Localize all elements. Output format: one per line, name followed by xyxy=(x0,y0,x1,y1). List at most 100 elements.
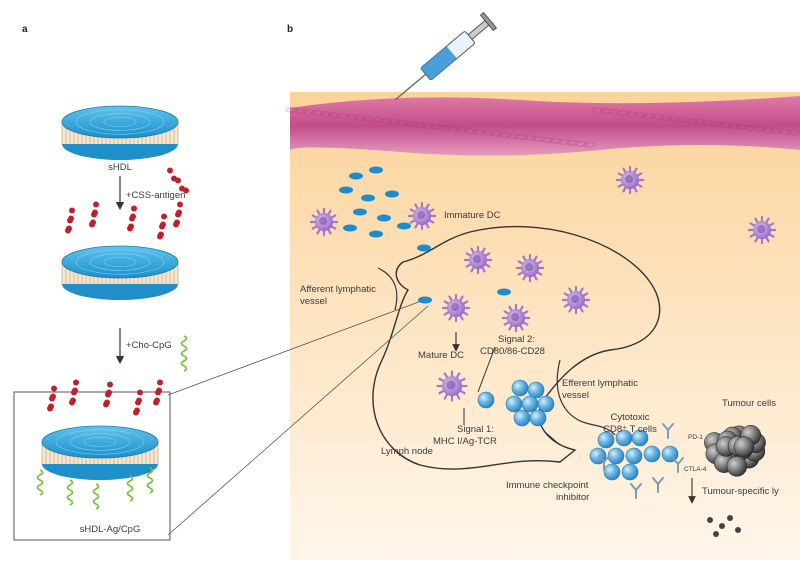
antigen-chain xyxy=(153,379,163,406)
signal2-pointer xyxy=(477,346,496,393)
nanodisc-icon xyxy=(61,105,179,160)
nanodisc-dot xyxy=(339,186,353,194)
css-antigen-label: +CSS-antigen xyxy=(126,190,186,201)
afferent-label-2: vessel xyxy=(300,296,327,307)
t-cell-icon xyxy=(607,447,625,465)
final-formulation-box xyxy=(13,391,171,541)
epidermis-layer xyxy=(290,96,800,156)
efferent-label-1: Efferent lymphatic xyxy=(562,378,638,389)
efferent-label-2: vessel xyxy=(562,390,589,401)
tumour-lysis-label: Tumour-specific ly xyxy=(702,486,779,497)
ctla4-label: CTLA-4 xyxy=(684,466,707,473)
immature-dc-label: Immature DC xyxy=(444,210,501,221)
panel-a-letter: a xyxy=(22,24,28,35)
checkpoint-label-1: Immune checkpoint xyxy=(506,480,589,491)
dendritic-cell-icon xyxy=(407,201,437,231)
nanodisc-dot xyxy=(418,296,432,304)
nanodisc-antigen-cpg xyxy=(41,425,159,480)
mature-dc-label: Mature DC xyxy=(418,350,464,361)
tumour-cell-icon xyxy=(733,436,755,457)
tumour-fragment xyxy=(713,531,719,537)
antibody-icon xyxy=(630,483,642,499)
nanodisc-dot xyxy=(497,288,511,296)
panel-b-letter: b xyxy=(287,24,294,35)
t-cell-icon xyxy=(477,391,495,409)
dendritic-cell-icon xyxy=(747,215,777,245)
t-cell-icon xyxy=(625,447,643,465)
antibody-icon xyxy=(598,455,610,471)
dendritic-cell-icon xyxy=(309,207,339,237)
t-cell-icon xyxy=(597,431,615,449)
afferent-vessel xyxy=(377,267,398,311)
t-cell-icon xyxy=(527,381,545,399)
dendritic-cell-icon xyxy=(441,293,471,323)
nanodisc-dot xyxy=(397,222,411,230)
cpg-strand xyxy=(36,469,44,496)
cho-cpg-label: +Cho-CpG xyxy=(126,340,172,351)
nanodisc-dot xyxy=(377,214,391,222)
afferent-label-1: Afferent lymphatic xyxy=(300,284,376,295)
t-cell-icon xyxy=(603,463,621,481)
t-cell-icon xyxy=(513,409,531,427)
nanodisc-dot xyxy=(343,224,357,232)
tumour-cells-label: Tumour cells xyxy=(722,398,777,409)
cpg-strand xyxy=(66,479,74,506)
mature-dendritic-cell-icon xyxy=(436,370,468,402)
antigen-chain xyxy=(69,379,79,406)
t-cell-icon xyxy=(521,395,539,413)
cytotoxic-label-2: CD8⁺ T cells xyxy=(603,424,657,435)
dendritic-cell-icon xyxy=(615,165,645,195)
antigen-chain xyxy=(103,381,113,408)
cpg-strand xyxy=(180,335,188,372)
t-cell-icon xyxy=(643,445,661,463)
antigen-chain xyxy=(127,205,137,232)
tumour-fragment xyxy=(735,527,741,533)
checkpoint-label-2: inhibitor xyxy=(556,492,590,503)
t-cell-icon xyxy=(631,429,649,447)
tumour-cell-icon xyxy=(726,456,748,477)
antibody-icon xyxy=(672,457,684,473)
efferent-vessel xyxy=(556,359,616,436)
nanodisc-antigen xyxy=(61,245,179,300)
antigen-chain xyxy=(47,385,57,412)
antigen-chain xyxy=(157,213,167,240)
shdl-ag-cpg-label: sHDL-Ag/CpG xyxy=(79,524,141,535)
antigen-chain xyxy=(65,207,75,234)
zoom-line-bottom xyxy=(167,305,429,536)
tumour-fragment xyxy=(707,517,713,523)
antigen-chain xyxy=(173,201,183,228)
signal1-label-1: Signal 1: xyxy=(457,424,494,435)
syringe-icon xyxy=(394,11,498,101)
signal2-label-2: CD80/86-CD28 xyxy=(480,346,545,357)
lymph-node-label: Lymph node xyxy=(381,446,433,457)
cytotoxic-label-1: Cytotoxic xyxy=(610,412,650,423)
dendritic-cell-icon xyxy=(501,303,531,333)
antigen-chain xyxy=(89,201,99,228)
cpg-strand xyxy=(146,467,154,494)
tcell-migration-arrow xyxy=(544,431,561,446)
shdl-label: sHDL xyxy=(108,162,132,173)
zoom-line-top xyxy=(167,299,425,396)
t-cell-icon xyxy=(505,395,523,413)
t-cell-icon xyxy=(511,379,529,397)
nanodisc-dot xyxy=(349,172,363,180)
nanodisc-dot xyxy=(369,166,383,174)
nanodisc-dot xyxy=(369,230,383,238)
t-cell-icon xyxy=(621,463,639,481)
pd1-label: PD-1 xyxy=(688,434,703,441)
epidermis-cells xyxy=(285,107,800,148)
tumour-fragment xyxy=(727,515,733,521)
nanodisc-dot xyxy=(417,244,431,252)
antibody-icon xyxy=(662,423,674,439)
t-cell-icon xyxy=(537,395,555,413)
antigen-chain xyxy=(133,389,143,416)
antibody-icon xyxy=(652,477,664,493)
tumour-fragment xyxy=(719,523,725,529)
cpg-strand xyxy=(92,483,100,510)
dendritic-cell-icon xyxy=(561,285,591,315)
antigen-chain xyxy=(167,167,189,194)
dendritic-cell-icon xyxy=(515,253,545,283)
t-cell-icon xyxy=(529,409,547,427)
